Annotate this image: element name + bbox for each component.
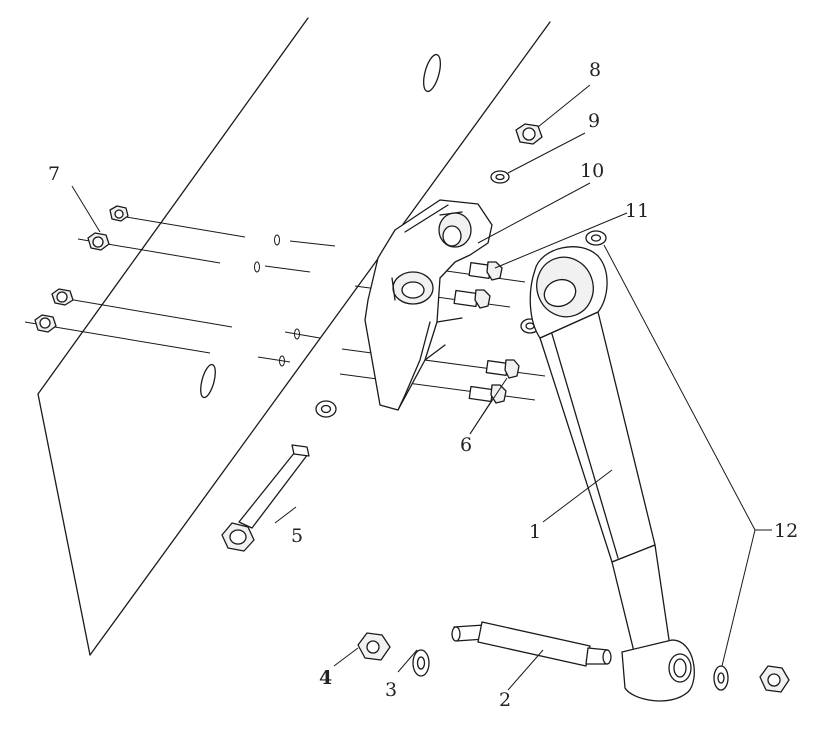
label-part-3: 3: [385, 679, 397, 701]
axis-hole-a: [274, 234, 280, 246]
frame-rail: [37, 17, 551, 656]
label-part-12: 12: [774, 520, 798, 542]
part-6-bolts: [468, 359, 520, 404]
label-part-6: 6: [460, 434, 472, 456]
label-part-7: 7: [48, 163, 60, 185]
label-part-9: 9: [588, 110, 600, 132]
part-8-nut: [515, 123, 543, 145]
part-3-washer: [412, 649, 430, 677]
part-1-shock-absorber: [529, 246, 695, 702]
nut-7d: [34, 314, 57, 333]
nut-7c: [51, 288, 74, 306]
part-7-nuts: [34, 205, 129, 333]
part-labels: 7 8 9 10 11 6 1 5 4 3 2 12: [48, 59, 798, 711]
label-part-4: 4: [319, 667, 332, 689]
label-part-8: 8: [589, 59, 601, 81]
leader-lines: [71, 84, 772, 691]
nut-7a: [109, 205, 129, 222]
axis-hole-d: [279, 355, 285, 367]
label-part-11: 11: [625, 200, 649, 222]
nut-7b: [87, 232, 110, 251]
part-10-bracket: [364, 199, 493, 411]
label-part-5: 5: [291, 525, 303, 547]
label-part-10: 10: [580, 160, 604, 182]
part-2-pin: [451, 621, 612, 667]
washer-upper-right: [585, 230, 607, 246]
part-4-nut: [357, 632, 391, 661]
label-part-1: 1: [529, 521, 541, 543]
axis-hole-b: [254, 261, 260, 273]
rail-hole-lower: [200, 363, 216, 399]
axis-hole-c: [294, 328, 300, 340]
part-11-bolts: [453, 261, 503, 309]
label-part-2: 2: [499, 689, 511, 711]
part-5-bolt: [221, 444, 310, 552]
rail-hole-upper: [422, 53, 442, 93]
nut-lower-right: [759, 665, 790, 693]
washer-left: [315, 400, 337, 418]
part-9-washer: [490, 170, 510, 184]
part-12-washer: [713, 665, 729, 691]
